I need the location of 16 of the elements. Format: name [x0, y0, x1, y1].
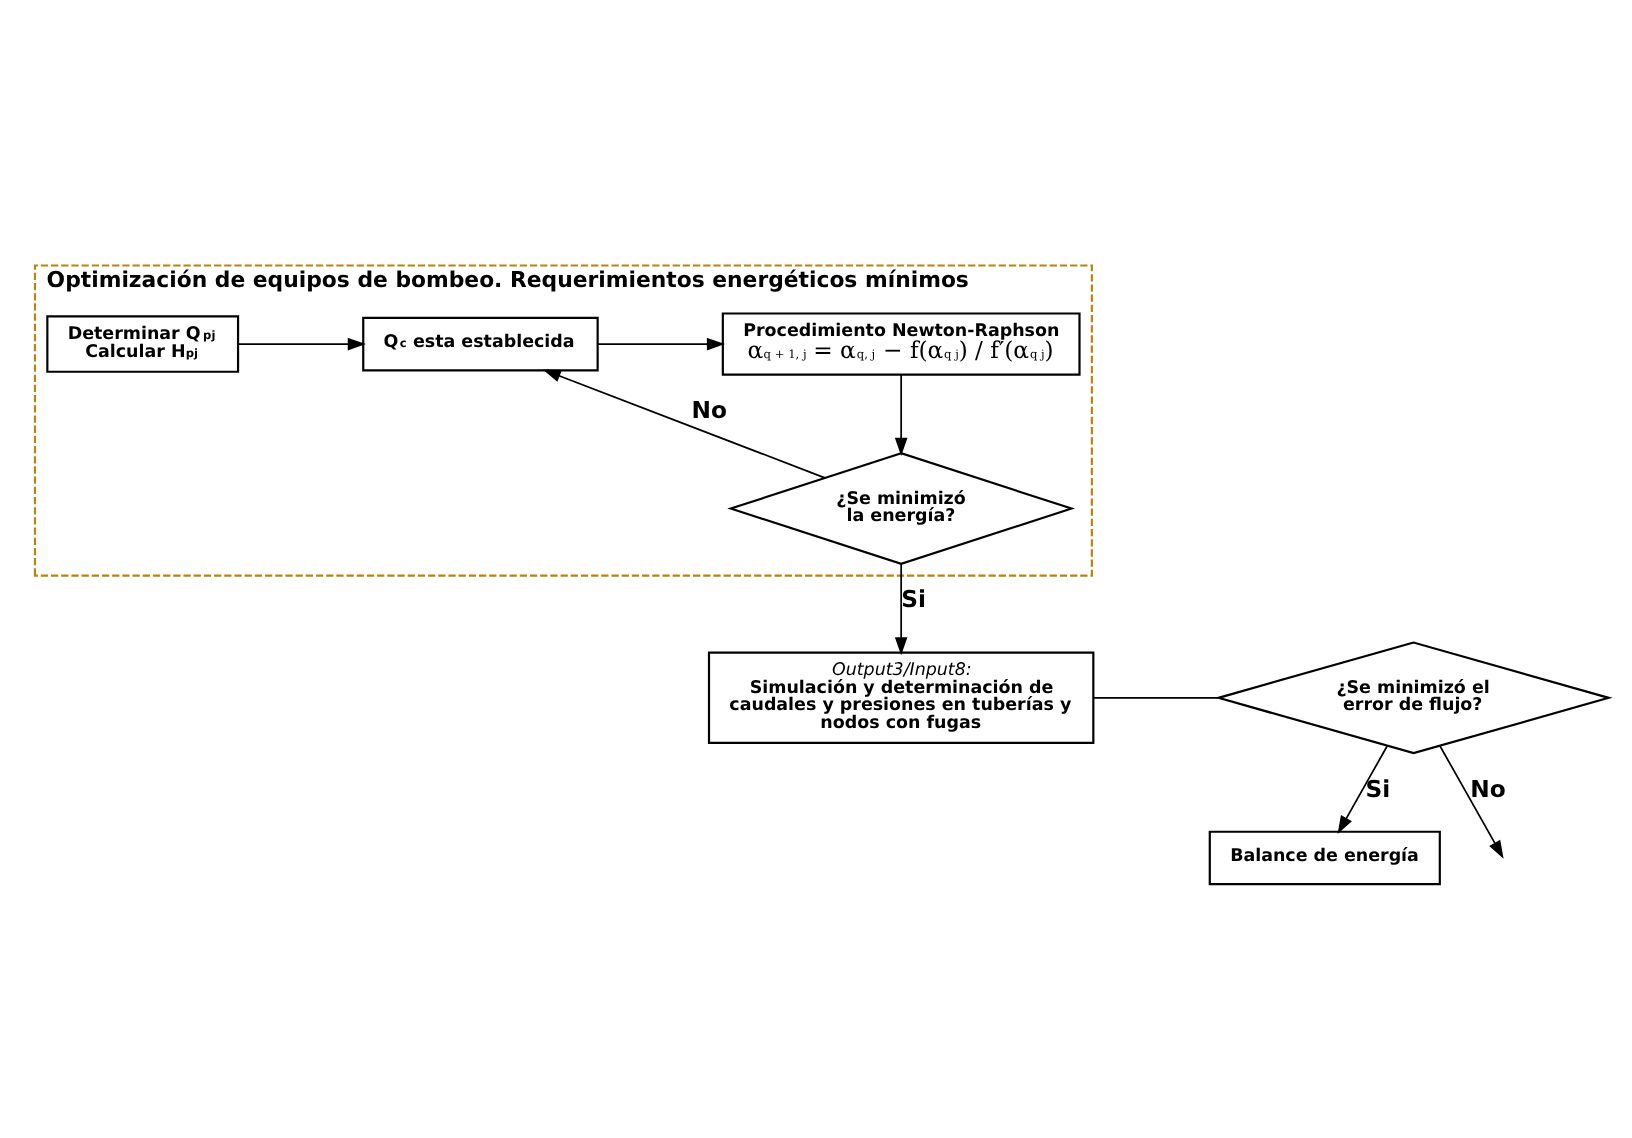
node-diamond: ¿Se minimizó la energía?: [727, 452, 1075, 566]
node-box: Balance de energía: [1208, 830, 1441, 886]
arrow: [894, 563, 908, 656]
arrow: [894, 373, 908, 456]
arrow: [237, 337, 366, 351]
edge-label: No: [1470, 774, 1506, 803]
arrow: [1439, 745, 1504, 859]
node-box: Output3/Input8: Simulación y determinación de caudales y presiones en tuberías y nodos con fugas: [707, 651, 1095, 745]
edge-label: No: [691, 396, 727, 425]
arrow: [542, 369, 826, 479]
edge-label: Si: [901, 585, 926, 614]
edge-label: Si: [1365, 774, 1391, 803]
arrow: [1337, 745, 1389, 834]
arrow: [597, 337, 725, 351]
node-diamond: ¿Se minimizó el error de flujo?: [1214, 641, 1613, 755]
connector: [1092, 696, 1219, 699]
